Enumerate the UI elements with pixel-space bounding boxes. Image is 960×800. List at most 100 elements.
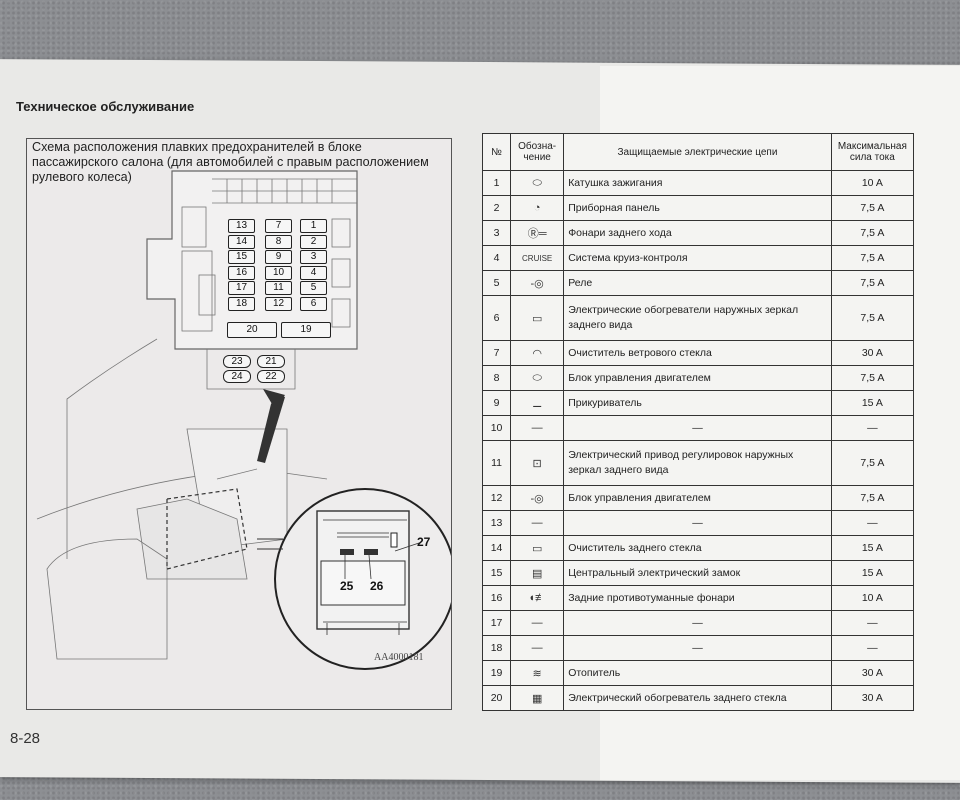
diagram-title: Схема расположения плавких предохранител… [32,140,429,184]
max-current: — [830,635,915,661]
cigarette-lighter-icon: ⚊ [510,390,565,416]
header-circuit: Защищаемые электрические цепи [563,133,832,171]
max-current: 30 A [830,340,915,366]
fuse-number: 4 [481,245,512,271]
fuse-box-diagram: Схема расположения плавких предохранител… [26,138,452,710]
max-current: 10 A [830,170,915,196]
section-title: Техническое обслуживание [16,99,195,114]
callout-27: 27 [417,535,431,549]
fuse-2: 2 [300,234,327,249]
max-current: 7,5 A [830,485,915,511]
instrument-panel-icon: ◔ [510,195,565,221]
relay-icon: -◎ [510,270,565,296]
fuse-19: 19 [281,322,331,338]
fuse-7: 7 [265,219,292,233]
circuit-description: Задние противотуманные фонари [563,585,832,611]
table-row: 20▦Электрический обогреватель заднего ст… [481,685,915,711]
max-current: 7,5 A [830,195,915,221]
circuit-description: Приборная панель [563,195,832,221]
circuit-description: Система круиз-контроля [563,245,832,271]
fuse-15: 15 [228,250,255,264]
fuse-17: 17 [228,281,255,295]
circuit-description: Катушка зажигания [563,170,832,196]
max-current: 7,5 A [830,270,915,296]
fuse-number: 15 [481,560,512,586]
fuse-number: 8 [481,365,512,391]
max-current: 30 A [830,660,915,686]
circuit-description: Блок управления двигателем [563,485,832,511]
rear-wiper-icon: ▭ [510,535,565,561]
max-current: 30 A [830,685,915,711]
fuse-3: 3 [300,250,327,264]
fuse-number: 19 [481,660,512,686]
max-current: — [830,510,915,536]
circuit-description: Реле [563,270,832,296]
fuse-6: 6 [300,296,327,311]
max-current: 7,5 A [830,245,915,271]
heater-icon: ≋ [510,660,565,686]
circuit-description: Электрические обогреватели наружных зерк… [563,295,832,341]
relay-icon: -◎ [510,485,565,511]
fuse-9: 9 [265,250,292,264]
fuse-number: 14 [481,535,512,561]
fuse-4: 4 [300,265,327,280]
max-current: 10 A [830,585,915,611]
fuse-number: 7 [481,340,512,366]
symbol-dash: — [510,635,565,661]
fuse-number: 13 [481,510,512,536]
max-current: — [830,610,915,636]
symbol-dash: — [510,510,565,536]
fuse-number: 11 [481,440,512,486]
engine-control-icon: ⬭ [510,365,565,391]
fuse-number: 2 [481,195,512,221]
max-current: 7,5 A [830,440,915,486]
fuse-8: 8 [265,234,292,249]
fuse-23: 23 [223,355,251,368]
header-symbol: Обозна-чение [510,133,565,171]
fuse-10: 10 [265,265,292,280]
table-row: 11⊡Электрический привод регулировок нару… [481,440,915,486]
fuse-13: 13 [228,219,255,233]
circuit-description: Блок управления двигателем [563,365,832,391]
circuit-description: — [563,510,832,536]
cruise-icon: CRUISE [510,245,565,271]
table-row: 10——— [481,415,915,441]
fuse-21: 21 [257,355,285,368]
fuse-number: 5 [481,270,512,296]
fuse-14: 14 [228,234,255,249]
fuse-number: 17 [481,610,512,636]
circuit-description: Электрический обогреватель заднего стекл… [563,685,832,711]
fuse-5: 5 [300,281,327,295]
figure-code: AA4000181 [374,652,424,663]
door-lock-icon: ▤ [510,560,565,586]
mirror-heater-icon: ▭ [510,295,565,341]
fuse-22: 22 [257,370,285,383]
header-num: № [481,133,512,171]
circuit-description: — [563,415,832,441]
table-header-row: № Обозна-чение Защищаемые электрические … [481,133,915,171]
page-number: 8-28 [10,730,41,747]
fuse-number: 3 [481,220,512,246]
fuse-number: 10 [481,415,512,441]
circuit-description: — [563,635,832,661]
symbol-dash: — [510,610,565,636]
fuse-1: 1 [300,219,327,233]
fuse-table: № Обозна-чение Защищаемые электрические … [481,133,915,711]
fuse-number: 6 [481,295,512,341]
callout-25: 25 [340,579,354,593]
max-current: 15 A [830,535,915,561]
fuse-number: 20 [481,685,512,711]
header-current: Максимальная сила тока [830,133,915,171]
table-row: 13——— [481,510,915,536]
circuit-description: Отопитель [563,660,832,686]
fuse-number: 12 [481,485,512,511]
